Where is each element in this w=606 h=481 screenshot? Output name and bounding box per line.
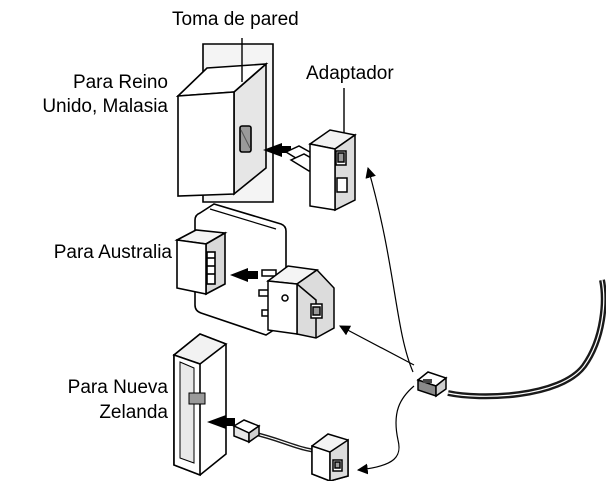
uk-adapter [284,129,357,212]
arrow-to-nz-adapter [356,385,415,475]
uk-insert-arrow [263,143,291,157]
arrow-to-uk-adapter [365,166,414,373]
label-nz-line2: Zelanda [99,402,168,423]
label-australia: Para Australia [53,242,172,263]
label-uk-line2: Unido, Malasia [42,96,168,117]
phone-line-cable [447,279,606,400]
phone-plug [416,371,448,398]
au-insert-arrow [230,268,258,282]
nz-insert-arrow [207,415,235,429]
label-uk-line1: Para Reino [72,72,168,93]
nz-wall-socket [172,333,228,477]
label-nz-line1: Para Nueva [67,377,168,398]
uk-wall-socket [175,43,274,203]
arrow-to-au-adapter [339,325,415,366]
au-adapter [258,265,335,339]
label-adapter: Adaptador [306,63,394,84]
label-wall-socket: Toma de pared [172,9,299,30]
au-wall-socket [174,203,287,336]
nz-adapter-cable [232,419,349,481]
